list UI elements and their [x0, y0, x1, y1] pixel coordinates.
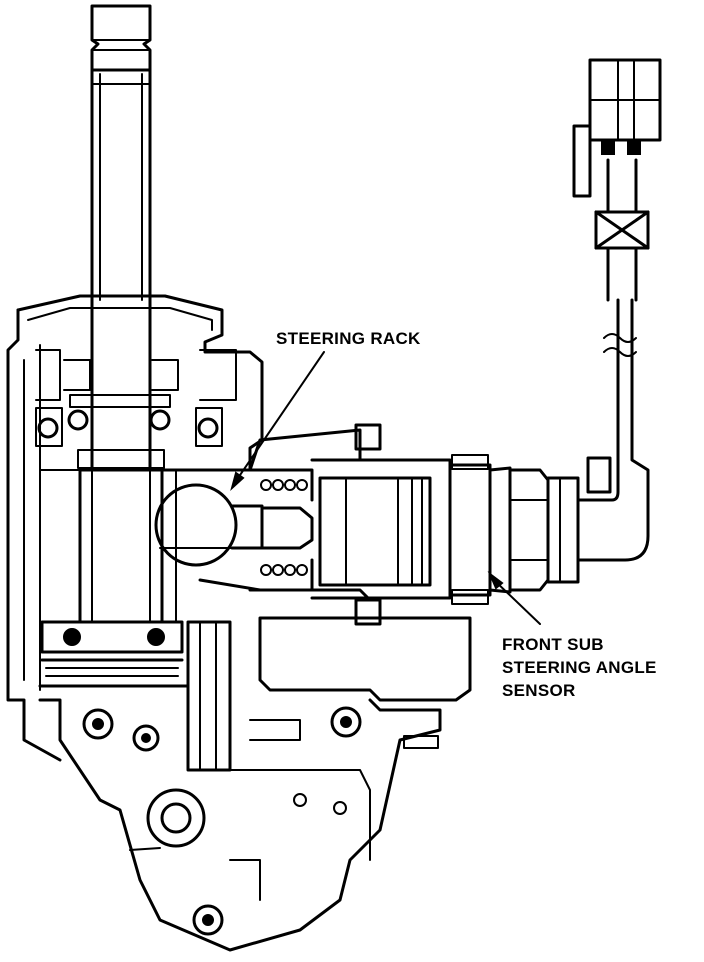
lower-casting [38, 616, 472, 952]
connector-plug [572, 58, 662, 198]
label-sensor-line3: SENSOR [502, 681, 576, 700]
callout-steering-rack: STEERING RACK [230, 329, 421, 492]
gear-housing [6, 294, 264, 762]
sensor-cable [576, 158, 650, 562]
sensor-body [310, 454, 580, 605]
pinion-lower [38, 468, 190, 688]
label-sensor-line2: STEERING ANGLE [502, 658, 657, 677]
label-steering-rack: STEERING RACK [276, 329, 421, 348]
spring-upper [260, 479, 308, 491]
spring-lower [260, 564, 308, 576]
callout-front-sub-sensor: FRONT SUB STEERING ANGLE SENSOR [487, 570, 657, 700]
pinion-shaft [90, 4, 152, 302]
label-sensor-line1: FRONT SUB [502, 635, 604, 654]
rack-yoke [154, 423, 382, 626]
